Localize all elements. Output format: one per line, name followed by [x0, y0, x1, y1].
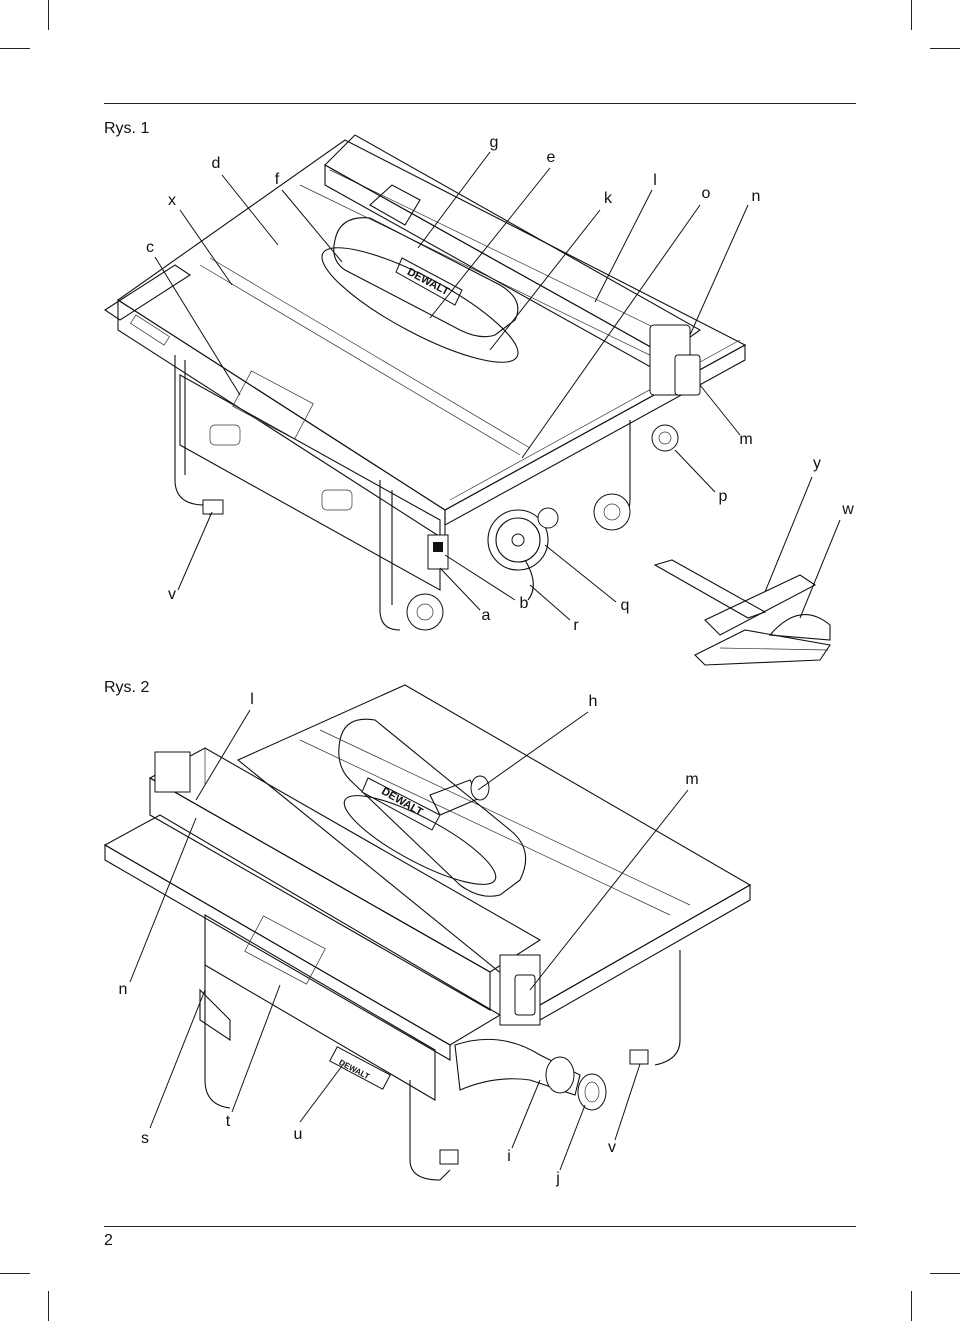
figure2-caption: Rys. 2 — [104, 679, 150, 696]
figure1-label-l: l — [653, 172, 657, 189]
figure2-label-n: n — [118, 981, 128, 998]
figure1-label-o: o — [701, 185, 711, 202]
crop-mark — [48, 0, 49, 30]
figure1-label-w: w — [842, 501, 854, 518]
header-rule — [104, 103, 856, 104]
figure2-label-u: u — [293, 1126, 303, 1143]
figure1-label-f: f — [274, 171, 280, 188]
figure1-label-x: x — [168, 192, 176, 209]
figure2-label-i: i — [507, 1148, 511, 1165]
figure1-label-g: g — [489, 134, 499, 151]
figure1-label-v: v — [168, 586, 176, 603]
figure1-label-k: k — [604, 190, 612, 207]
figure2-label-h: h — [588, 693, 598, 710]
figure1-leader-lines — [155, 152, 840, 620]
crop-mark — [911, 1291, 912, 1321]
crop-mark — [911, 0, 912, 30]
figure2-label-v: v — [608, 1139, 616, 1156]
figure1-label-y: y — [813, 455, 821, 472]
figure1-label-b: b — [519, 595, 529, 612]
crop-mark — [930, 48, 960, 49]
crop-mark — [930, 1273, 960, 1274]
figure2-label-l: l — [250, 691, 254, 708]
figure2-leader-lines — [130, 710, 688, 1170]
figure1-label-r: r — [573, 617, 579, 634]
page-number: 2 — [104, 1232, 113, 1249]
figure1-label-e: e — [546, 149, 556, 166]
figure1-label-q: q — [620, 597, 630, 614]
figure1-caption: Rys. 1 — [104, 120, 150, 137]
figure1-label-m: m — [739, 431, 753, 448]
figure1-label-a: a — [481, 607, 491, 624]
figure1-label-n: n — [751, 188, 761, 205]
figure1-label-c: c — [146, 239, 154, 256]
crop-mark — [0, 1273, 30, 1274]
figure2-label-j: j — [556, 1170, 560, 1187]
figure2-label-m: m — [685, 771, 699, 788]
figure1-table-saw-drawing: DEWALT — [0, 0, 960, 690]
figure2-label-s: s — [141, 1130, 149, 1147]
figure1-label-p: p — [718, 488, 728, 505]
figure1-label-d: d — [211, 155, 221, 172]
crop-mark — [0, 48, 30, 49]
figure2-label-t: t — [225, 1113, 231, 1130]
footer-rule — [104, 1226, 856, 1227]
crop-mark — [48, 1291, 49, 1321]
